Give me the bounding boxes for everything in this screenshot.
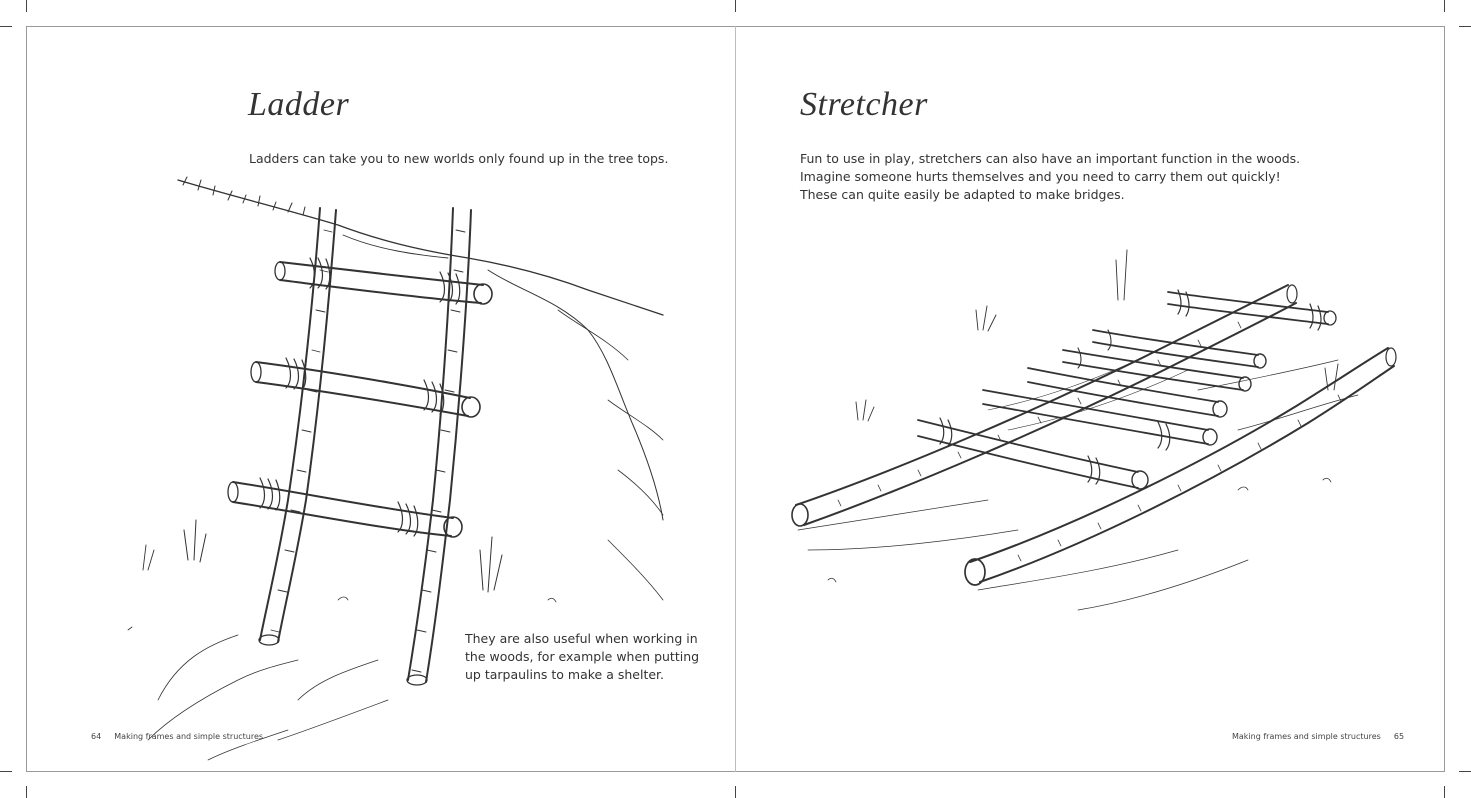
right-running-footer: Making frames and simple structures [1232,732,1381,741]
stretcher-intro: Fun to use in play, stretchers can also … [800,150,1300,204]
crop-mark-top-right-h [1459,26,1471,27]
crop-mark-bottom-left-v [26,786,27,798]
ladder-illustration [88,140,678,770]
stretcher-intro-line: Fun to use in play, stretchers can also … [800,151,1301,166]
ladder-caption-line: the woods, for example when putting [465,649,700,664]
spread-left-edge [26,26,27,772]
right-page-number: 65 [1393,732,1405,741]
crop-mark-bottom-center [735,786,736,798]
stretcher-intro-line: Imagine someone hurts themselves and you… [800,169,1281,184]
ladder-caption: They are also useful when working in the… [465,630,704,684]
left-running-footer: Making frames and simple structures [114,732,264,741]
ladder-intro: Ladders can take you to new worlds only … [249,151,669,166]
left-folio: 64 Making frames and simple structures [91,732,263,741]
crop-mark-bottom-right-v [1444,786,1445,798]
crop-mark-top-left-h [0,26,12,27]
crop-mark-top-center [735,0,736,12]
gutter-line [735,26,736,772]
stretcher-heading: Stretcher [800,86,928,123]
right-folio: Making frames and simple structures 65 [1232,732,1404,741]
ladder-caption-line: up tarpaulins to make a shelter. [465,667,665,682]
stretcher-intro-line: These can quite easily be adapted to mak… [800,187,1125,202]
left-page-number: 64 [91,732,102,741]
stretcher-illustration [778,230,1408,620]
crop-mark-top-left-v [26,0,27,12]
ladder-caption-line: They are also useful when working in [465,631,698,646]
spread-right-edge [1444,26,1445,772]
crop-mark-top-right-v [1444,0,1445,12]
ladder-heading: Ladder [248,86,350,123]
crop-mark-bottom-right-h [1459,771,1471,772]
crop-mark-bottom-left-h [0,771,12,772]
